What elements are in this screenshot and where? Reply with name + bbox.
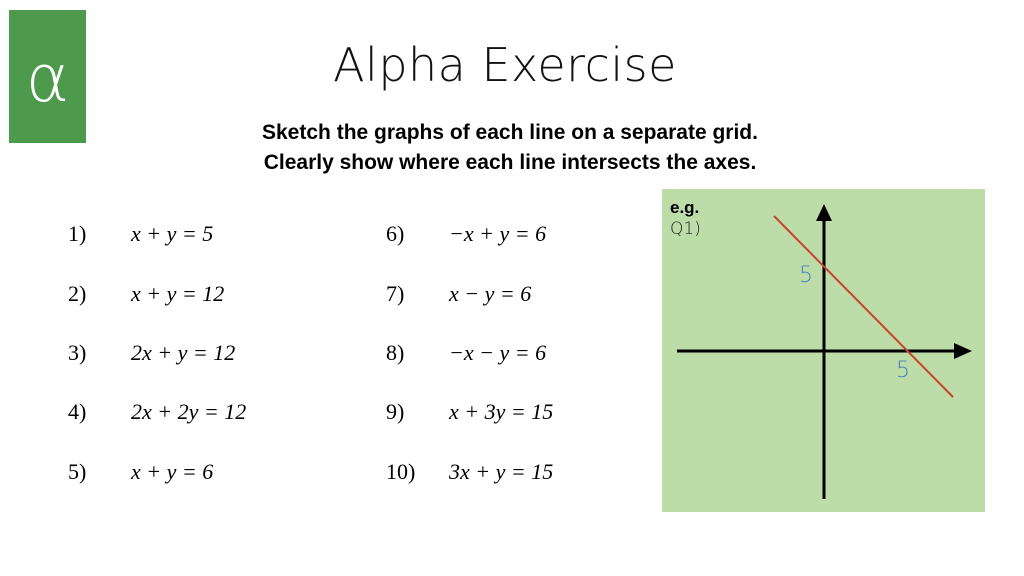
- question-equation: −x − y = 6: [449, 340, 547, 365]
- question-equation: x + y = 12: [131, 281, 225, 306]
- example-label: e.g.: [670, 198, 700, 217]
- example-question-label: Q1): [670, 219, 701, 239]
- question-number: 3): [68, 340, 87, 365]
- question-equation: x + y = 6: [131, 459, 214, 484]
- instruction-line-1: Sketch the graphs of each line on a sepa…: [262, 121, 758, 144]
- y-axis-arrow-icon: [816, 204, 832, 221]
- example-graph-panel: 5 5 e.g. Q1): [662, 189, 985, 512]
- example-line: [773, 215, 954, 398]
- example-graph: 5 5: [677, 204, 972, 499]
- instruction-line-2: Clearly show where each line intersects …: [263, 151, 757, 174]
- question-equation: −x + y = 6: [449, 221, 547, 246]
- question-equation: x + 3y = 15: [449, 399, 554, 424]
- question-number: 5): [68, 459, 87, 484]
- question-number: 8): [386, 340, 405, 365]
- x-axis-arrow-icon: [954, 343, 972, 359]
- question-number: 7): [386, 281, 405, 306]
- question-equation: 2x + 2y = 12: [131, 399, 247, 424]
- question-equation: 2x + y = 12: [131, 340, 236, 365]
- question-equation: 3x + y = 15: [449, 459, 554, 484]
- question-number: 4): [68, 399, 87, 424]
- question-number: 1): [68, 221, 87, 246]
- question-number: 2): [68, 281, 87, 306]
- question-number: 9): [386, 399, 405, 424]
- x-intercept-label: 5: [896, 358, 910, 383]
- question-number: 6): [386, 221, 405, 246]
- alpha-icon: α: [25, 40, 70, 117]
- instructions: Sketch the graphs of each line on a sepa…: [170, 118, 850, 178]
- question-equation: x − y = 6: [449, 281, 532, 306]
- y-intercept-label: 5: [799, 263, 813, 288]
- page-title: Alpha Exercise: [333, 38, 677, 92]
- question-number: 10): [386, 459, 416, 484]
- question-equation: x + y = 5: [131, 221, 214, 246]
- alpha-badge: α: [9, 10, 86, 143]
